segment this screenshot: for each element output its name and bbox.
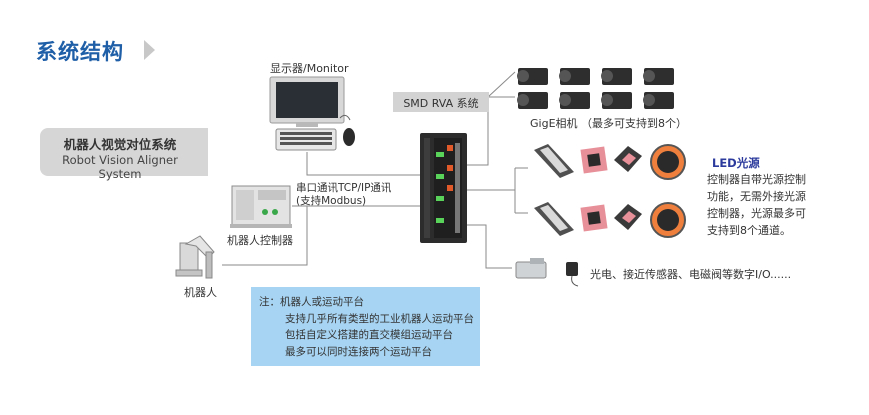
dome-light-icon: [614, 204, 642, 230]
camera-icon: [559, 92, 590, 109]
connector-lines: [222, 71, 528, 269]
camera-icon: [601, 92, 632, 109]
bar-light-icon: [534, 202, 574, 236]
keyboard-icon: [275, 128, 337, 151]
robot-label: 机器人: [184, 286, 217, 299]
ring-light-icon: [650, 202, 686, 238]
led-title: LED光源: [712, 156, 760, 170]
camera-group: [517, 68, 674, 109]
proximity-sensor-icon: [566, 262, 579, 287]
camera-icon: [643, 68, 674, 85]
led-description: 控制器自带光源控制 功能，无需外接光源 控制器，光源最多可 支持到8个通道。: [707, 171, 817, 239]
monitor-label: 显示器/Monitor: [270, 62, 349, 75]
title-arrow-icon: [144, 40, 155, 60]
led-lights-row-2: [534, 202, 686, 238]
square-light-icon: [580, 204, 608, 232]
camera-icon: [643, 92, 674, 109]
comm-label-line1: 串口通讯TCP/IP通讯: [296, 182, 392, 194]
camera-icon: [559, 68, 590, 85]
robot-arm-icon: [175, 235, 215, 279]
square-light-icon: [580, 146, 608, 174]
io-devices: [515, 258, 579, 287]
smd-rva-controller-icon: [420, 133, 467, 243]
solenoid-valve-icon: [515, 258, 547, 279]
controller-label: 机器人控制器: [227, 234, 293, 247]
note-line: 包括自定义搭建的直交模组运动平台: [285, 329, 453, 341]
camera-icon: [517, 92, 548, 109]
comm-label-line2: (支持Modbus): [296, 195, 367, 207]
led-desc-line: 支持到8个通道。: [707, 224, 791, 237]
io-label: 光电、接近传感器、电磁阀等数字I/O......: [590, 268, 792, 281]
mouse-icon: [339, 114, 355, 146]
system-name-en: Robot Vision Aligner System: [62, 153, 178, 181]
line-robot: [222, 206, 308, 266]
bar-light-icon: [534, 144, 574, 178]
led-desc-line: 功能，无需外接光源: [707, 190, 806, 203]
line-io: [467, 224, 512, 269]
camera-icon: [601, 68, 632, 85]
dome-light-icon: [614, 146, 642, 172]
system-name-cn: 机器人视觉对位系统: [63, 137, 177, 152]
smd-label-bar: [393, 92, 489, 112]
smd-label: SMD RVA 系统: [403, 97, 479, 110]
monitor-icon: [269, 76, 345, 127]
ring-light-icon: [650, 144, 686, 180]
note-text: 注：机器人或运动平台 支持几乎所有类型的工业机器人运动平台 包括自定义搭建的直交…: [259, 294, 474, 360]
page-title: 系统结构: [36, 40, 124, 64]
note-head: 注：机器人或运动平台: [259, 296, 364, 308]
note-line: 最多可以同时连接两个运动平台: [285, 345, 432, 358]
led-desc-line: 控制器，光源最多可: [707, 207, 806, 220]
camera-label: GigE相机 （最多可支持到8个）: [530, 117, 688, 130]
system-banner: [40, 128, 208, 176]
note-box: [251, 287, 480, 366]
led-desc-line: 控制器自带光源控制: [707, 173, 806, 186]
camera-icon: [517, 68, 548, 85]
system-banner-arrow-icon: [196, 144, 207, 164]
robot-controller-icon: [230, 185, 292, 228]
note-line: 支持几乎所有类型的工业机器人运动平台: [285, 312, 474, 325]
line-camera: [467, 71, 516, 166]
led-lights-row-1: [534, 144, 686, 180]
line-monitor: [306, 152, 420, 176]
